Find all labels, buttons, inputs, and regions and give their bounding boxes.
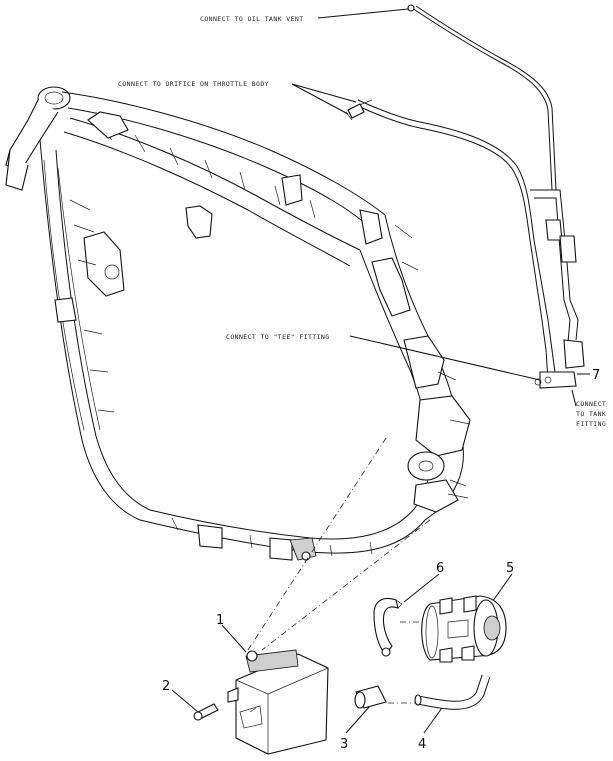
callout-tank-fitting-line2: TO TANK [576, 410, 606, 418]
callout-tank-fitting-line1: CONNECT [576, 400, 606, 408]
part-2-screw [193, 703, 219, 721]
throttle-leader-a [291, 83, 357, 103]
tee-leader [349, 335, 541, 381]
throttle-leader-b [291, 83, 349, 115]
part-3-sleeve [354, 685, 387, 709]
part-4-hose [414, 674, 491, 710]
callout-oil-tank-vent: CONNECT TO OIL TANK VENT [200, 15, 304, 23]
p2-leader [171, 689, 199, 713]
motorcycle-frame [5, 86, 471, 561]
p4-leader [423, 704, 445, 734]
part-number-2: 2 [162, 679, 170, 694]
part-number-4: 4 [418, 737, 426, 752]
part-number-5: 5 [506, 561, 514, 576]
p1-leader [221, 624, 247, 653]
callout-throttle-body: CONNECT TO ORIFICE ON THROTTLE BODY [118, 80, 269, 88]
vent-hose-assembly [345, 4, 585, 389]
part-number-6: 6 [436, 561, 444, 576]
part-1-housing [227, 649, 329, 755]
tank-fitting-leader [571, 389, 577, 407]
part-number-labels: 1 2 3 4 5 6 7 [162, 368, 600, 752]
callout-tee-fitting: CONNECT TO "TEE" FITTING [226, 333, 330, 341]
part-5-canister [421, 595, 507, 663]
vent-leader [317, 8, 409, 19]
part-6-strap [373, 597, 403, 657]
p3-leader [345, 705, 371, 734]
part-number-7: 7 [592, 368, 600, 383]
callout-tank-fitting-line3: FITTING [576, 420, 606, 428]
part-number-1: 1 [216, 613, 224, 628]
leader-lines [171, 8, 590, 734]
p6-leader [403, 573, 440, 603]
callout-labels: CONNECT TO OIL TANK VENT CONNECT TO ORIF… [118, 15, 606, 428]
part-number-3: 3 [340, 737, 348, 752]
